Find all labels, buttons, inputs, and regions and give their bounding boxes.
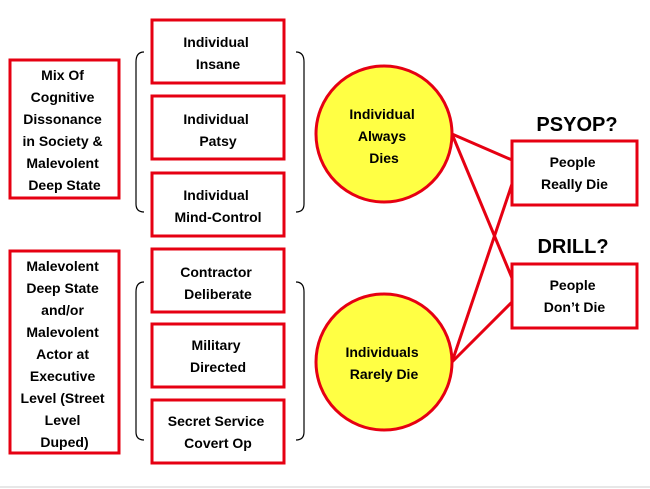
actor-box-contractor-deliberate: Contractor Deliberate (150, 247, 286, 314)
actor-line: Covert Op (184, 435, 252, 451)
outcome-text: Individuals Rarely Die (345, 344, 422, 382)
actor-line: Directed (190, 359, 246, 375)
cause-1-line: Malevolent (26, 155, 99, 171)
actor-line: Individual (183, 187, 248, 203)
actor-box-military-directed: Military Directed (150, 322, 286, 389)
result-text: People Really Die (541, 154, 608, 192)
result-line: Don’t Die (544, 299, 606, 315)
outcome-line: Rarely Die (350, 366, 419, 382)
bracket-left-group-2 (135, 281, 145, 441)
actor-box-individual-insane: Individual Insane (150, 18, 286, 85)
result-box-people-dont-die: People Don’t Die (510, 262, 639, 330)
outcome-text: Individual Always Dies (349, 106, 418, 166)
actor-line: Contractor (180, 264, 252, 280)
actor-line: Deliberate (184, 286, 252, 302)
actor-text: Secret Service Covert Op (168, 413, 268, 451)
actor-line: Secret Service (168, 413, 265, 429)
cause-box-1: Mix Of Cognitive Dissonance in Society &… (8, 58, 121, 200)
connector-rarely-to-dont (450, 300, 514, 364)
result-line: People (550, 277, 596, 293)
cause-1-line: Deep State (28, 177, 101, 193)
outcome-circle-always-dies: Individual Always Dies (314, 64, 454, 204)
brackets (135, 51, 305, 441)
cause-2-line: Executive (30, 368, 96, 384)
cause-2-line: Duped) (40, 434, 88, 450)
cause-2-line: Level (Street (21, 390, 105, 406)
cause-box-2: Malevolent Deep State and/or Malevolent … (8, 249, 121, 455)
actor-text: Military Directed (190, 337, 246, 375)
actor-line: Patsy (199, 133, 237, 149)
cause-2-line: Actor at (36, 346, 89, 362)
outcome-circle-rarely-die: Individuals Rarely Die (314, 292, 454, 432)
result-line: People (550, 154, 596, 170)
outcome-line: Always (358, 128, 406, 144)
actor-text: Individual Mind-Control (174, 187, 261, 225)
result-line: Really Die (541, 176, 608, 192)
actor-line: Military (192, 337, 241, 353)
actor-line: Individual (183, 34, 248, 50)
outcome-line: Individuals (345, 344, 418, 360)
cause-1-line: Mix Of (41, 67, 84, 83)
actor-text: Contractor Deliberate (180, 264, 255, 302)
cause-2-line: Deep State (26, 280, 99, 296)
cause-2-line: Malevolent (26, 258, 99, 274)
actor-text: Individual Patsy (183, 111, 252, 149)
cause-2-line: Level (45, 412, 81, 428)
actor-line: Mind-Control (174, 209, 261, 225)
question-drill: DRILL? (537, 236, 608, 258)
actor-box-individual-mind-control: Individual Mind-Control (150, 171, 286, 238)
question-psyop: PSYOP? (536, 114, 617, 136)
connectors (450, 132, 514, 364)
bracket-right-group-2 (295, 281, 305, 441)
cause-1-text: Mix Of Cognitive Dissonance in Society &… (22, 67, 106, 193)
outcome-line: Individual (349, 106, 414, 122)
actor-box-secret-service-covert-op: Secret Service Covert Op (150, 398, 286, 465)
bracket-left-group-1 (135, 51, 145, 213)
connector-always-to-really (451, 132, 513, 162)
cause-1-line: in Society & (22, 133, 102, 149)
result-text: People Don’t Die (544, 277, 606, 315)
actor-box-individual-patsy: Individual Patsy (150, 94, 286, 161)
cause-2-text: Malevolent Deep State and/or Malevolent … (21, 258, 109, 450)
actor-line: Individual (183, 111, 248, 127)
cause-1-line: Dissonance (23, 111, 102, 127)
actor-text: Individual Insane (183, 34, 252, 72)
cause-2-line: and/or (41, 302, 84, 318)
cause-2-line: Malevolent (26, 324, 99, 340)
bracket-right-group-1 (295, 51, 305, 213)
outcome-line: Dies (369, 150, 399, 166)
actor-line: Insane (196, 56, 241, 72)
cause-1-line: Cognitive (31, 89, 95, 105)
connector-rarely-to-really (450, 183, 514, 363)
connector-always-to-dont (450, 133, 514, 279)
result-box-people-really-die: People Really Die (510, 139, 639, 207)
